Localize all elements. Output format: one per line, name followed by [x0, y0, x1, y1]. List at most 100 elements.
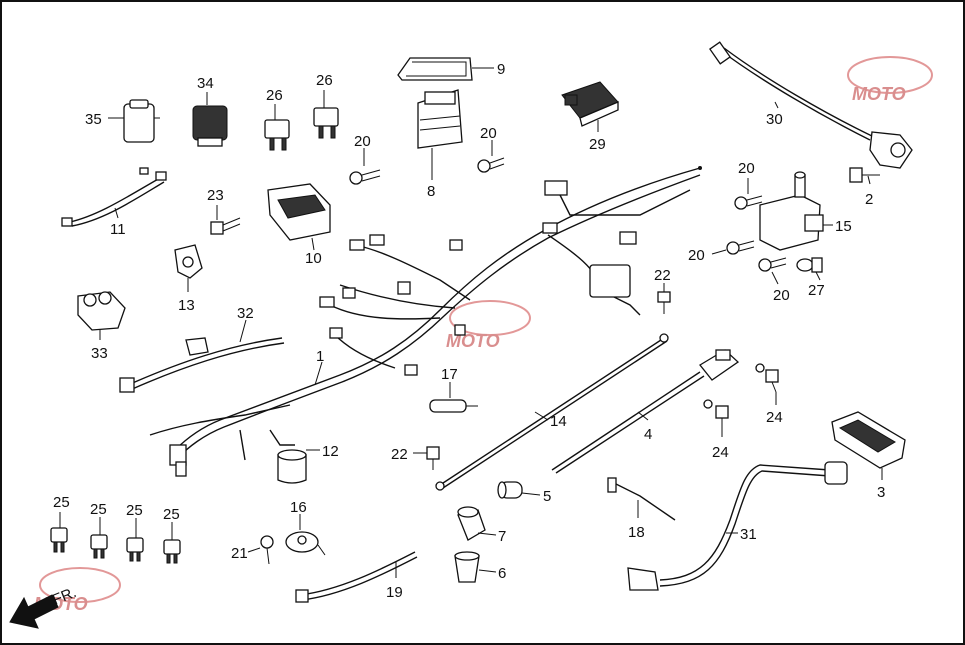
part-number-25-d: 25 — [163, 506, 180, 523]
part-number-20-c: 20 — [738, 160, 755, 177]
leader-20-e — [771, 271, 779, 285]
rubber-cap — [454, 551, 480, 583]
part-number-17: 17 — [441, 366, 458, 383]
sensor-assembly — [759, 171, 824, 251]
bolt-23 — [210, 217, 241, 235]
part-number-25-c: 25 — [126, 502, 143, 519]
part-number-20-a: 20 — [354, 133, 371, 150]
part-number-27: 27 — [808, 282, 825, 299]
part-number-24-b: 24 — [712, 444, 729, 461]
bulb — [796, 257, 823, 273]
part-number-2: 2 — [865, 191, 873, 208]
part-number-20-e: 20 — [773, 287, 790, 304]
fuse-25-b — [90, 534, 108, 559]
part-number-18: 18 — [628, 524, 645, 541]
part-number-25-a: 25 — [53, 494, 70, 511]
leader-2 — [867, 175, 871, 185]
part-number-35: 35 — [85, 111, 102, 128]
cable-clip — [607, 477, 676, 521]
leader-20-d — [711, 249, 727, 255]
cable-tie-32 — [119, 337, 285, 393]
part-number-30: 30 — [766, 111, 783, 128]
part-number-22-b: 22 — [391, 446, 408, 463]
part-number-26-b: 26 — [316, 72, 333, 89]
screw-20-b — [477, 157, 505, 173]
part-number-5: 5 — [543, 488, 551, 505]
part-number-22-a: 22 — [654, 267, 671, 284]
part-number-25-b: 25 — [90, 501, 107, 518]
ecu-unit — [417, 89, 463, 162]
boot-cap — [457, 506, 486, 541]
leader-5 — [521, 492, 541, 496]
part-number-6: 6 — [498, 565, 506, 582]
sub-harness — [61, 167, 167, 227]
ground-cable — [435, 333, 669, 491]
part-number-16: 16 — [290, 499, 307, 516]
fuse-26-b — [313, 107, 339, 139]
bolt-24-b — [703, 399, 729, 419]
leader-27 — [815, 271, 821, 281]
part-number-7: 7 — [498, 528, 506, 545]
leader-4 — [637, 411, 649, 421]
screw-21 — [260, 535, 274, 565]
regulator — [267, 183, 331, 241]
watermark-logo-top-right: MOTO — [847, 56, 933, 104]
relay-35 — [123, 99, 160, 143]
part-number-24-a: 24 — [766, 409, 783, 426]
screw-20-a — [349, 169, 381, 185]
multi-connector — [77, 291, 126, 331]
part-number-21: 21 — [231, 545, 248, 562]
part-number-4: 4 — [644, 426, 652, 443]
fuse-25-a — [50, 527, 68, 553]
part-number-33: 33 — [91, 345, 108, 362]
fuse-26-a — [264, 119, 290, 151]
leader-14 — [534, 411, 549, 421]
ecu-cover — [397, 57, 473, 81]
screw-20-c — [734, 195, 763, 210]
leader-7 — [477, 532, 497, 536]
part-number-14: 14 — [550, 413, 567, 430]
relay-34 — [192, 105, 228, 147]
screw-20-e — [758, 257, 787, 272]
watermark-logo-center: MOTO — [446, 300, 531, 351]
part-number-1: 1 — [316, 348, 324, 365]
control-module — [561, 81, 619, 127]
leader-21 — [247, 547, 261, 553]
fuse-25-c — [126, 537, 144, 562]
harness-clamp — [174, 244, 203, 279]
part-number-20-b: 20 — [480, 125, 497, 142]
leader-11 — [114, 207, 119, 219]
part-number-8: 8 — [427, 183, 435, 200]
ignition-coil — [551, 349, 740, 474]
bolt-24-a — [755, 363, 779, 393]
connector-housing — [831, 411, 906, 469]
spark-plug-cap — [497, 481, 523, 499]
sensor-cable — [709, 41, 913, 169]
part-number-13: 13 — [178, 297, 195, 314]
main-wiring-harness — [149, 166, 702, 477]
part-number-15: 15 — [835, 218, 852, 235]
svg-text:MOTO: MOTO — [852, 84, 906, 104]
fuse-25-d — [163, 539, 181, 564]
leader-1 — [314, 361, 323, 386]
part-number-32: 32 — [237, 305, 254, 322]
flange-bolt — [849, 167, 880, 183]
part-number-3: 3 — [877, 484, 885, 501]
leader-30 — [774, 101, 779, 109]
part-number-29: 29 — [589, 136, 606, 153]
part-number-26-a: 26 — [266, 87, 283, 104]
front-direction-arrow-icon — [9, 594, 59, 629]
part-number-9: 9 — [497, 61, 505, 78]
part-number-31: 31 — [740, 526, 757, 543]
fuse-holder — [429, 399, 478, 413]
svg-text:MOTO: MOTO — [446, 331, 500, 351]
sensor-harness — [627, 461, 848, 591]
leader-10 — [311, 237, 315, 251]
part-number-34: 34 — [197, 75, 214, 92]
buzzer — [285, 531, 326, 556]
part-number-20-d: 20 — [688, 247, 705, 264]
part-number-10: 10 — [305, 250, 322, 267]
